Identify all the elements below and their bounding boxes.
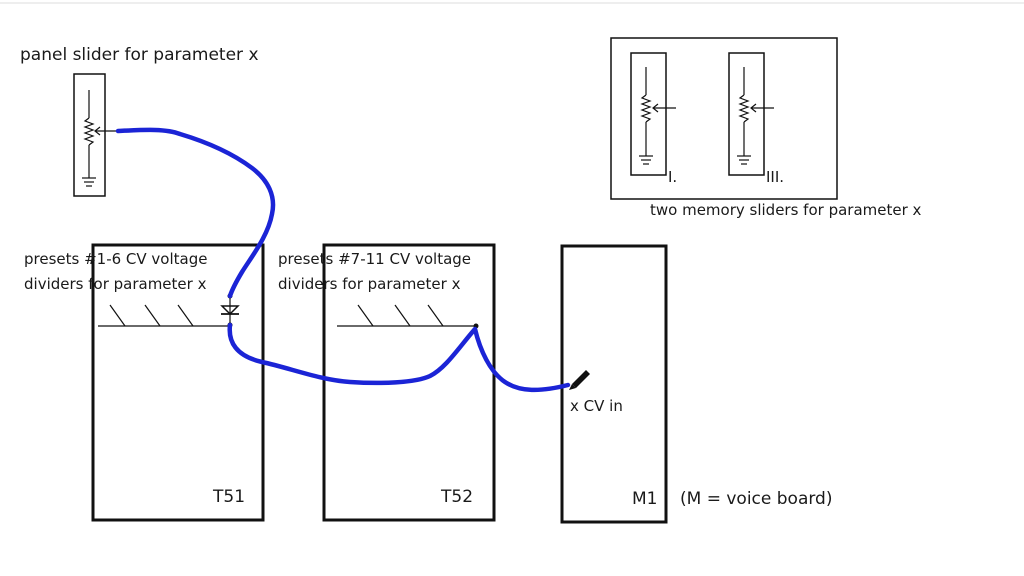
t51-board [91, 243, 265, 522]
memory-slider-3-frame [728, 52, 765, 176]
m1-note: (M = voice board) [680, 489, 832, 509]
m1-name: M1 [632, 489, 657, 509]
potentiometer-icon [82, 90, 120, 187]
memory-sliders-label: two memory sliders for parameter x [650, 201, 922, 219]
memory-slider-3-label: III. [766, 168, 784, 186]
memory-slider-1-frame [630, 52, 667, 176]
diode-icon [220, 293, 240, 328]
t51-caption-line2: dividers for parameter x [24, 275, 207, 293]
potentiometer-icon [737, 67, 774, 165]
t52-name: T52 [440, 487, 473, 507]
panel-slider-frame [73, 73, 106, 197]
potentiometer-icon [639, 67, 676, 165]
t52-caption-line2: dividers for parameter x [278, 275, 461, 293]
t52-divider-network [337, 304, 479, 329]
panel-slider [73, 73, 120, 197]
panel-slider-label: panel slider for parameter x [20, 45, 259, 65]
cv-wire [115, 127, 571, 393]
m1-board [560, 244, 668, 524]
cv-in-label: x CV in [570, 397, 623, 415]
pen-icon [569, 370, 590, 390]
t52-caption-line1: presets #7-11 CV voltage [278, 250, 471, 268]
memory-sliders-frame [610, 37, 838, 200]
t51-caption-line1: presets #1-6 CV voltage [24, 250, 207, 268]
t51-name: T51 [212, 487, 245, 507]
t51-divider-network [98, 304, 230, 327]
t52-board [322, 243, 496, 522]
memory-slider-3: III. [728, 52, 784, 186]
memory-slider-1: I. [630, 52, 677, 186]
memory-slider-1-label: I. [668, 168, 677, 186]
